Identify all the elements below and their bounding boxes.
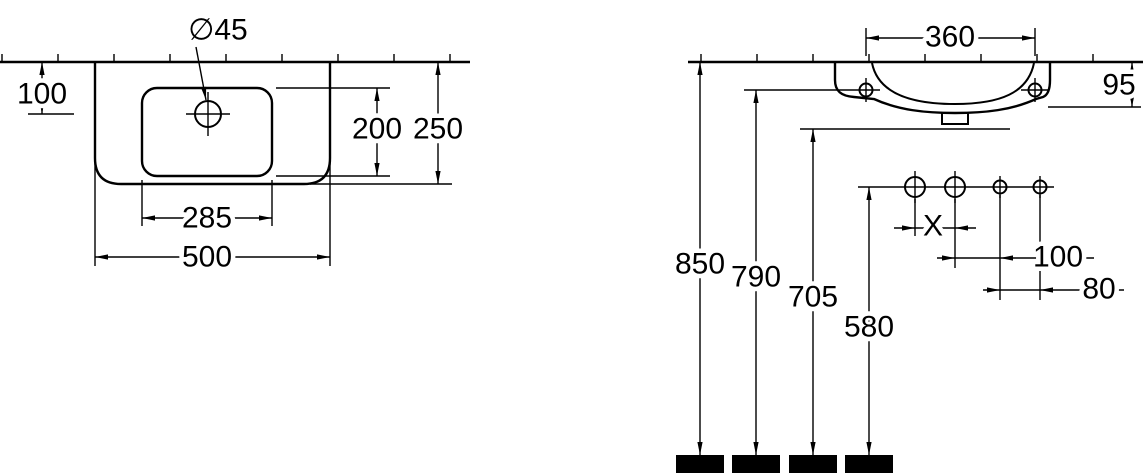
- bowl-outline: [140, 86, 274, 178]
- water-connection-2: [944, 171, 966, 203]
- dim-label-outlet-offset-b: 80: [1082, 273, 1115, 306]
- wall-line-top-view: [0, 54, 470, 64]
- front-view: 360 95 850 790 705 580: [670, 16, 1143, 473]
- dim-rim-height-overall: 850: [670, 62, 730, 455]
- dim-outlet-offset-b: 80: [983, 268, 1124, 310]
- outlet-option-2: [1032, 176, 1048, 198]
- tap-hole-centerlines: [186, 92, 230, 136]
- dim-tap-center-from-wall: 100: [12, 62, 74, 115]
- dim-tap-hole-diameter: ∅45: [184, 9, 252, 101]
- floor-hatch: [676, 455, 893, 473]
- dim-apron-height: 95: [1048, 62, 1141, 108]
- dim-underside-height: 705: [783, 128, 1010, 455]
- dim-overall-width: 500: [94, 162, 331, 278]
- dim-label-bowl-depth: 200: [352, 113, 402, 146]
- dim-fixing-hole-centres: 360: [865, 16, 1036, 58]
- dim-fixing-hole-height: 790: [726, 89, 852, 455]
- dim-label-overall-width: 500: [182, 241, 232, 274]
- basin-outline: [93, 62, 332, 186]
- dim-bowl-depth: 200: [276, 87, 407, 177]
- dim-outlet-offset-a: 100: [937, 195, 1094, 300]
- dim-label-apron-height: 95: [1102, 69, 1135, 102]
- dim-label-connection-height: 580: [844, 311, 894, 344]
- wall-hatch-ticks: [700, 54, 1094, 62]
- dim-connection-spacing: X: [894, 199, 976, 268]
- wall-hatch-ticks: [1, 54, 451, 62]
- dim-connection-height: 580: [839, 186, 1054, 455]
- tap-hole: [186, 92, 230, 136]
- dim-label-outlet-offset-a: 100: [1033, 241, 1083, 274]
- dim-overall-depth: 250: [310, 62, 468, 185]
- dim-label-tap-hole-diameter: ∅45: [188, 14, 248, 47]
- fixing-hole-left: [852, 78, 880, 102]
- dim-label-rim-height: 850: [675, 248, 725, 281]
- dim-bowl-width: 285: [141, 180, 273, 239]
- dim-label-connection-spacing: X: [923, 210, 943, 243]
- dim-label-fixing-hole-height: 790: [731, 261, 781, 294]
- basin-front-outline: [833, 62, 1052, 115]
- dim-label-overall-depth: 250: [413, 113, 463, 146]
- drain-outlet: [941, 112, 969, 125]
- bowl-front-curve: [871, 62, 1035, 106]
- leader-line: [195, 46, 207, 101]
- dim-label-tap-center-from-wall: 100: [17, 78, 67, 111]
- top-view: ∅45 100 200 250 285 500: [0, 9, 470, 278]
- wall-line-front-view: [688, 54, 1143, 64]
- dim-label-bowl-width: 285: [182, 202, 232, 235]
- dim-label-fixing-hole-centres: 360: [925, 21, 975, 54]
- dim-label-underside-height: 705: [788, 281, 838, 314]
- water-connection-1: [904, 171, 926, 203]
- outlet-option-1: [992, 176, 1008, 198]
- fixing-hole-right: [1021, 78, 1049, 102]
